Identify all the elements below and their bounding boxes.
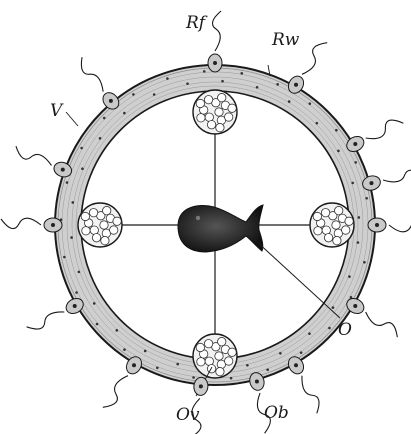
leader-line-v (66, 112, 78, 126)
label-o: O (338, 320, 352, 340)
label-rf: Rf (185, 13, 208, 33)
label-v: V (50, 101, 64, 121)
label-rw: Rw (271, 30, 300, 50)
label-ob: Ob (264, 403, 289, 423)
label-ov: Ov (176, 405, 200, 425)
